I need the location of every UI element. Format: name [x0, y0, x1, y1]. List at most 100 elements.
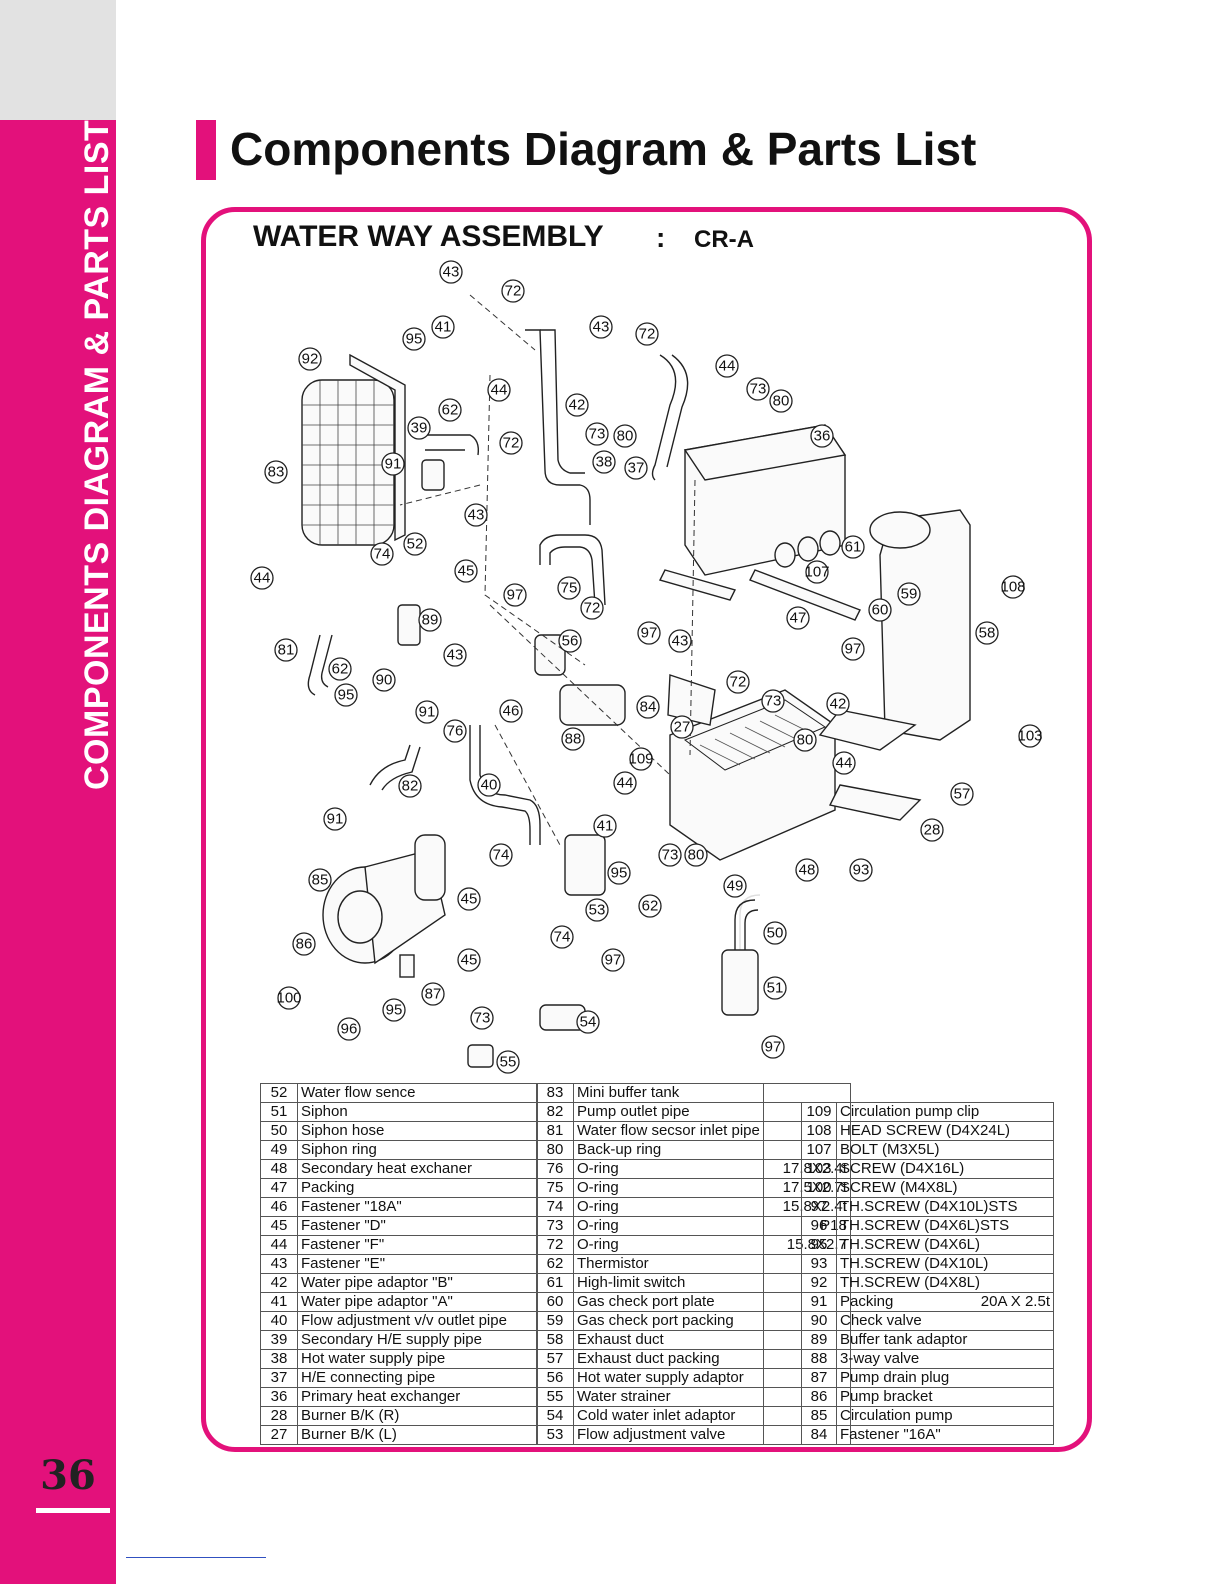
callout: 43 — [464, 503, 488, 527]
callout: 97 — [841, 637, 865, 661]
callout: 44 — [832, 751, 856, 775]
callout: 74 — [370, 542, 394, 566]
svg-text:62: 62 — [442, 402, 459, 419]
callout: 74 — [550, 925, 574, 949]
svg-text:58: 58 — [979, 625, 996, 642]
callout: 44 — [715, 354, 739, 378]
svg-text:93: 93 — [853, 862, 870, 879]
callout: 86 — [292, 932, 316, 956]
callout: 56 — [558, 629, 582, 653]
svg-text:84: 84 — [640, 699, 657, 716]
callout: 103 — [1017, 724, 1043, 748]
footer-rule — [126, 1557, 266, 1558]
svg-text:72: 72 — [584, 600, 601, 617]
svg-text:37: 37 — [628, 460, 645, 477]
svg-text:27: 27 — [674, 719, 691, 736]
svg-text:44: 44 — [836, 755, 853, 772]
svg-text:88: 88 — [565, 731, 582, 748]
buffer-tank-adaptor-drawing — [397, 604, 421, 646]
callout: 50 — [763, 921, 787, 945]
svg-text:45: 45 — [461, 952, 478, 969]
callout: 89 — [418, 608, 442, 632]
assembly-model: CR-A — [694, 226, 754, 253]
svg-text:56: 56 — [562, 633, 579, 650]
svg-text:43: 43 — [443, 264, 460, 281]
callout: 97 — [601, 948, 625, 972]
hot-water-supply-adaptor-drawing — [534, 634, 566, 676]
callout: 60 — [868, 598, 892, 622]
water-strainer-drawing — [467, 1044, 494, 1068]
callout: 41 — [593, 814, 617, 838]
callout: 80 — [613, 424, 637, 448]
water-flow-sensor-drawing — [421, 459, 445, 491]
svg-text:43: 43 — [447, 647, 464, 664]
callout: 90 — [372, 668, 396, 692]
callout: 61 — [841, 535, 865, 559]
callout: 72 — [726, 670, 750, 694]
callout: 44 — [250, 566, 274, 590]
exhaust-duct-packing-drawing — [818, 709, 917, 751]
svg-text:97: 97 — [641, 625, 658, 642]
callout: 49 — [723, 874, 747, 898]
callout: 109 — [628, 747, 654, 771]
svg-text:86: 86 — [296, 936, 313, 953]
svg-text:74: 74 — [374, 546, 391, 563]
svg-text:107: 107 — [804, 564, 829, 581]
svg-text:48: 48 — [799, 862, 816, 879]
callout: 28 — [920, 818, 944, 842]
callout: 45 — [457, 948, 481, 972]
svg-text:91: 91 — [327, 811, 344, 828]
svg-text:54: 54 — [580, 1014, 597, 1031]
callouts: 43 72 41 95 92 44 62 43 72 42 44 73 80 7… — [250, 260, 1043, 1074]
svg-text:91: 91 — [419, 704, 436, 721]
svg-text:91: 91 — [385, 456, 402, 473]
page-title: Components Diagram & Parts List — [230, 123, 977, 175]
tank-bracket-drawing — [349, 353, 406, 542]
packing-drawing — [749, 569, 861, 621]
svg-text:72: 72 — [505, 283, 522, 300]
callout: 83 — [264, 460, 288, 484]
svg-text:109: 109 — [628, 751, 653, 768]
svg-text:74: 74 — [493, 847, 510, 864]
callout: 81 — [274, 638, 298, 662]
svg-text:59: 59 — [901, 586, 918, 603]
svg-text:74: 74 — [554, 929, 571, 946]
callout: 107 — [804, 560, 830, 584]
callout: 44 — [613, 771, 637, 795]
svg-text:36: 36 — [814, 428, 831, 445]
svg-text:39: 39 — [411, 420, 428, 437]
title-accent-bar — [196, 120, 216, 180]
burner-bk-drawing — [828, 784, 922, 821]
callout: 108 — [1000, 575, 1026, 599]
callout: 44 — [487, 378, 511, 402]
svg-text:85: 85 — [312, 872, 329, 889]
callout: 62 — [638, 894, 662, 918]
svg-text:62: 62 — [642, 898, 659, 915]
callout: 73 — [585, 422, 609, 446]
callout: 48 — [795, 858, 819, 882]
svg-text:76: 76 — [447, 723, 464, 740]
svg-text:42: 42 — [830, 696, 847, 713]
callout: 72 — [635, 322, 659, 346]
svg-text:46: 46 — [503, 703, 520, 720]
callout: 41 — [431, 315, 455, 339]
svg-text:60: 60 — [872, 602, 889, 619]
callout: 38 — [592, 450, 616, 474]
callout: 57 — [950, 782, 974, 806]
callout: 96 — [337, 1017, 361, 1041]
callout: 46 — [499, 699, 523, 723]
svg-text:82: 82 — [402, 778, 419, 795]
svg-text:73: 73 — [474, 1010, 491, 1027]
exploded-parts-diagram: 43 72 41 95 92 44 62 43 72 42 44 73 80 7… — [250, 260, 1043, 1074]
svg-text:97: 97 — [845, 641, 862, 658]
callout: 58 — [975, 621, 999, 645]
